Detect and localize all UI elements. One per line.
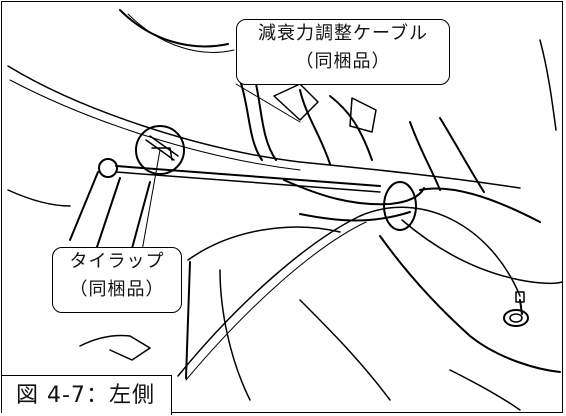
callout-damping-cable: 減衰力調整ケーブル （同梱品） (236, 19, 450, 85)
callout-cable-title: 減衰力調整ケーブル (258, 23, 428, 44)
left-edge-line (7, 189, 71, 207)
frame-tube (7, 65, 521, 189)
fastener-inner (509, 313, 523, 323)
connector-block-2 (349, 97, 377, 133)
strut-left-2 (95, 177, 121, 251)
figure-number: 図 4-7 (16, 383, 86, 408)
damping-cable (177, 206, 521, 377)
right-top-curve (539, 39, 557, 131)
detail-circle (135, 125, 185, 175)
bottom-right-curve (449, 369, 521, 411)
fastener-cap (515, 291, 525, 303)
panel-1 (409, 121, 441, 191)
callout-tie-note: （同梱品） (69, 279, 165, 300)
tank-top (419, 187, 541, 223)
callout-cable-note: （同梱品） (295, 51, 391, 72)
cable-bundle-4 (329, 95, 373, 161)
hose-bottom (299, 211, 411, 222)
cross-bar-lower (115, 171, 381, 193)
fastener (503, 309, 529, 327)
frame-tube-lower (9, 79, 301, 171)
figure-label: 図 4-7：左側 (2, 375, 172, 415)
fender-outline-inner (127, 13, 235, 53)
tank-edge (379, 235, 561, 373)
cover-top (187, 226, 341, 261)
cross-bar (115, 165, 381, 187)
leader-cable (235, 83, 301, 123)
hose-clamp (383, 181, 417, 231)
cover-left (185, 261, 191, 379)
tank-recess (401, 219, 563, 285)
cover-fold-2 (299, 299, 391, 401)
cable-bundle-1 (239, 79, 263, 161)
cover-fold (219, 269, 251, 401)
callout-tie-wrap: タイラップ （同梱品） (52, 247, 182, 313)
damping-cable-inner (185, 221, 367, 381)
connector-block (273, 83, 319, 121)
cable-bundle-2 (255, 83, 277, 161)
figure-separator: ： (85, 383, 109, 408)
arrow-shape (79, 334, 151, 361)
callout-tie-title: タイラップ (69, 251, 165, 272)
figure-caption: 左側 (108, 383, 155, 408)
cable-bundle-3 (299, 89, 331, 165)
panel-2 (439, 117, 485, 193)
strut-left (69, 171, 99, 241)
fender-outline (119, 9, 229, 48)
leader-tie (139, 149, 161, 263)
bolt-head (98, 158, 118, 178)
